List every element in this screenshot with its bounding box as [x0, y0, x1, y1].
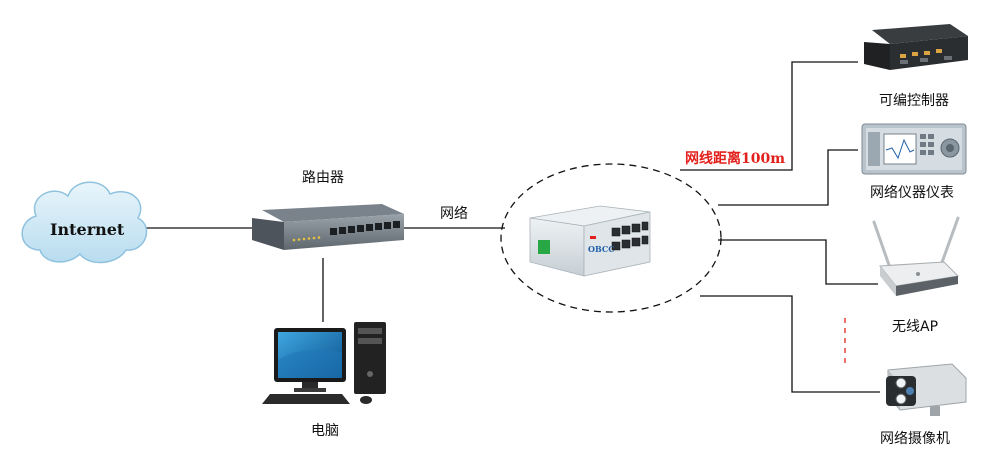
internet-cloud-icon [21, 181, 148, 264]
router-icon [252, 204, 404, 250]
network-instrument-icon [861, 123, 967, 175]
distance-label: 网线距离100m [685, 151, 786, 167]
device-label-instrument: 网络仪器仪表 [870, 185, 954, 201]
link-switch-plc [680, 61, 858, 171]
switch-icon [529, 205, 651, 277]
link-label-network: 网络 [440, 206, 468, 222]
wireless-ap-icon [872, 216, 960, 296]
switch-brand-text: OBCC [588, 244, 615, 254]
connection-lines [142, 61, 880, 393]
link-switch-ap [718, 239, 878, 285]
device-label-camera: 网络摄像机 [880, 431, 950, 447]
programmable-controller-icon [864, 24, 968, 70]
computer-icon [262, 322, 386, 404]
link-switch-camera [700, 295, 880, 393]
device-label-plc: 可编控制器 [879, 93, 949, 109]
link-switch-instrument [718, 149, 858, 206]
device-label-ap: 无线AP [892, 319, 939, 335]
network-camera-icon [886, 363, 967, 416]
internet-label: Internet [50, 220, 125, 239]
computer-label: 电脑 [311, 423, 339, 439]
router-label: 路由器 [302, 170, 344, 186]
switch-highlight-ellipse [500, 163, 722, 313]
